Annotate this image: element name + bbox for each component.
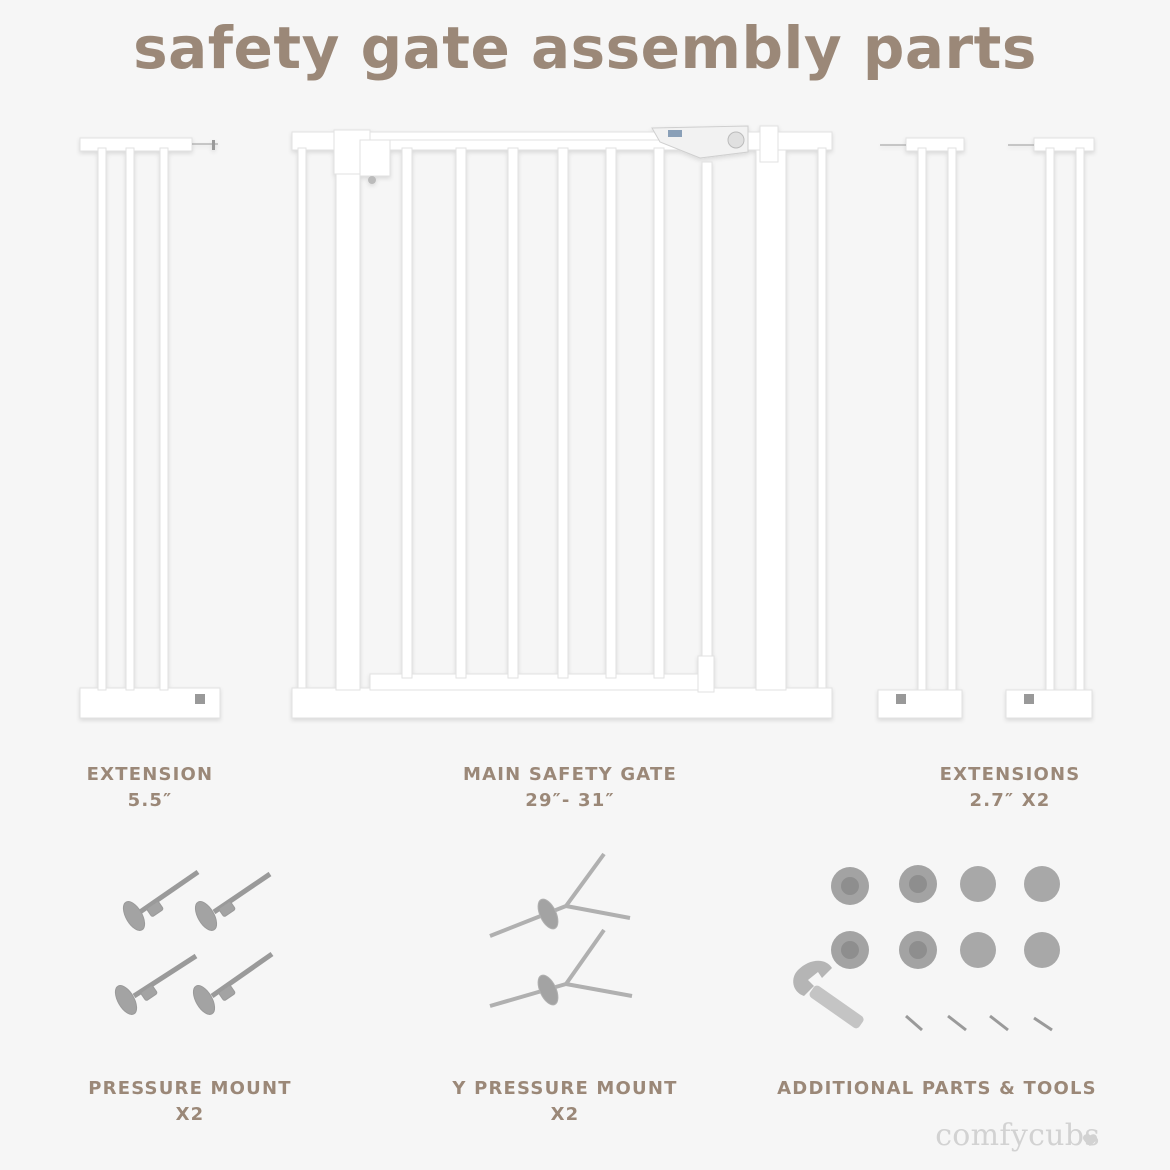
page-title: safety gate assembly parts bbox=[133, 14, 1037, 82]
wrench-tool bbox=[793, 960, 864, 1029]
label-main-gate: MAIN SAFETY GATE 29″- 31″ bbox=[420, 762, 720, 814]
extension-2-7-panel-right bbox=[1005, 137, 1095, 719]
brand-logo: comfycubs bbox=[935, 1118, 1100, 1153]
label-pressure-mount: PRESSURE MOUNT X2 bbox=[60, 1076, 320, 1128]
pressure-mount-bolts bbox=[114, 869, 274, 1015]
label-pressure-mount-qty: X2 bbox=[175, 1104, 205, 1125]
extension-2-7-panel-left bbox=[877, 137, 965, 719]
y-pressure-mount-bolts bbox=[489, 852, 633, 1008]
label-extension-size: 5.5″ bbox=[127, 790, 173, 811]
label-main-gate-size: 29″- 31″ bbox=[525, 790, 615, 811]
wall-cups-and-pads bbox=[831, 865, 1060, 969]
main-safety-gate bbox=[291, 125, 833, 719]
label-y-pressure-mount: Y PRESSURE MOUNT X2 bbox=[420, 1076, 710, 1128]
label-extensions: EXTENSIONS 2.7″ X2 bbox=[900, 762, 1120, 814]
label-y-pressure-mount-qty: X2 bbox=[550, 1104, 580, 1125]
screws bbox=[905, 1014, 1053, 1032]
label-extensions-title: EXTENSIONS bbox=[939, 764, 1081, 785]
label-main-gate-title: MAIN SAFETY GATE bbox=[462, 764, 678, 785]
y-pressure-mount-2 bbox=[489, 928, 633, 1008]
y-pressure-mount-1 bbox=[489, 852, 631, 938]
label-additional-parts: ADDITIONAL PARTS & TOOLS bbox=[762, 1076, 1112, 1102]
label-y-pressure-mount-title: Y PRESSURE MOUNT bbox=[452, 1078, 678, 1099]
pressure-mount-4 bbox=[192, 951, 274, 1015]
label-extension: EXTENSION 5.5″ bbox=[60, 762, 240, 814]
extension-5-5-panel bbox=[79, 137, 221, 719]
pressure-mount-2 bbox=[194, 871, 272, 931]
label-extensions-size: 2.7″ X2 bbox=[969, 790, 1051, 811]
pressure-mount-3 bbox=[114, 953, 198, 1015]
label-pressure-mount-title: PRESSURE MOUNT bbox=[88, 1078, 292, 1099]
pressure-mount-1 bbox=[122, 869, 200, 931]
label-extension-title: EXTENSION bbox=[86, 764, 214, 785]
label-additional-parts-title: ADDITIONAL PARTS & TOOLS bbox=[777, 1078, 1097, 1099]
heart-icon bbox=[1083, 1134, 1097, 1146]
